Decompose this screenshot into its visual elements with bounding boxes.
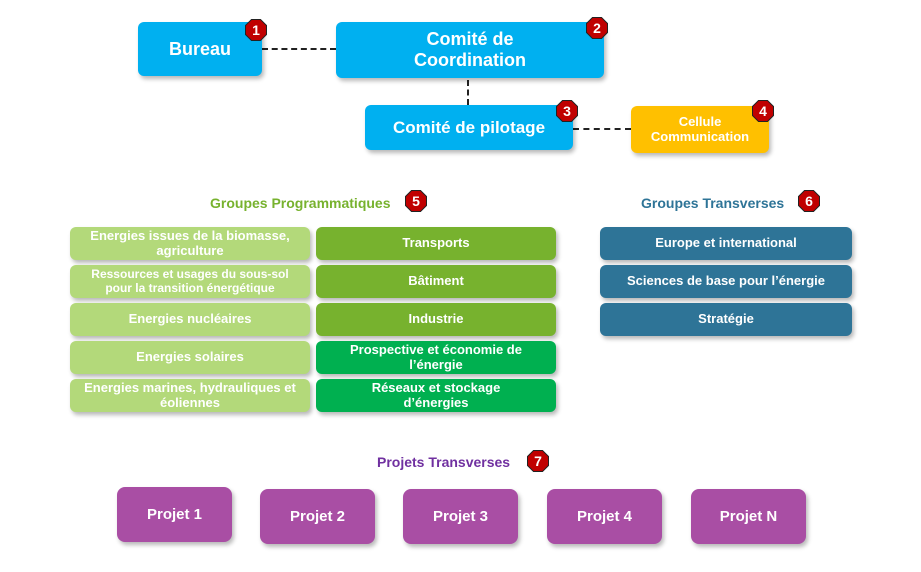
number-badge-7: 7: [527, 450, 549, 472]
comite-pilotage-label: Comité de pilotage: [392, 117, 546, 137]
groupes-programmatiques-title: Groupes Programmatiques: [210, 195, 391, 211]
projet-1-box: Projet 1: [117, 487, 232, 542]
groupe-ressources-sous-sol: Ressources et usages du sous-sol pour la…: [70, 265, 310, 298]
groupe-nucleaires: Energies nucléaires: [70, 303, 310, 336]
bureau-label: Bureau: [168, 38, 231, 59]
groupe-prospective-economie: Prospective et économie de l’énergie: [316, 341, 556, 374]
connector-coordination-pilotage: [467, 80, 469, 105]
projet-3-box: Projet 3: [403, 489, 518, 544]
cellule-communication-box: Cellule Communication: [631, 106, 769, 153]
comite-coordination-label-line2: Coordination: [414, 50, 526, 70]
groupe-strategie: Stratégie: [600, 303, 852, 336]
number-badge-3: 3: [556, 100, 578, 122]
groupe-batiment: Bâtiment: [316, 265, 556, 298]
groupe-solaires: Energies solaires: [70, 341, 310, 374]
number-badge-6: 6: [798, 190, 820, 212]
groupe-biomasse: Energies issues de la biomasse, agricult…: [70, 227, 310, 260]
connector-bureau-coordination: [262, 48, 336, 50]
connector-pilotage-communication: [573, 128, 631, 130]
projets-transverses-title: Projets Transverses: [377, 454, 511, 470]
projet-4-box: Projet 4: [547, 489, 662, 544]
bureau-box: Bureau: [138, 22, 262, 76]
groupe-reseaux-stockage: Réseaux et stockage d’énergies: [316, 379, 556, 412]
number-badge-1: 1: [245, 19, 267, 41]
projet-n-box: Projet N: [691, 489, 806, 544]
cellule-communication-label-line2: Communication: [650, 128, 750, 144]
projet-2-box: Projet 2: [260, 489, 375, 544]
groupes-transverses-title: Groupes Transverses: [641, 195, 785, 211]
number-badge-2: 2: [586, 17, 608, 39]
cellule-communication-label-line1: Cellule: [678, 113, 722, 129]
number-badge-4: 4: [752, 100, 774, 122]
number-badge-5: 5: [405, 190, 427, 212]
comite-pilotage-box: Comité de pilotage: [365, 105, 573, 150]
groupe-industrie: Industrie: [316, 303, 556, 336]
comite-coordination-label-line1: Comité de: [426, 29, 514, 50]
groupe-sciences-de-base: Sciences de base pour l’énergie: [600, 265, 852, 298]
groupe-europe-international: Europe et international: [600, 227, 852, 260]
groupe-marines-hydrauliques-eoliennes: Energies marines, hydrauliques et éolien…: [70, 379, 310, 412]
groupe-transports: Transports: [316, 227, 556, 260]
comite-coordination-box: Comité de Coordination: [336, 22, 604, 78]
